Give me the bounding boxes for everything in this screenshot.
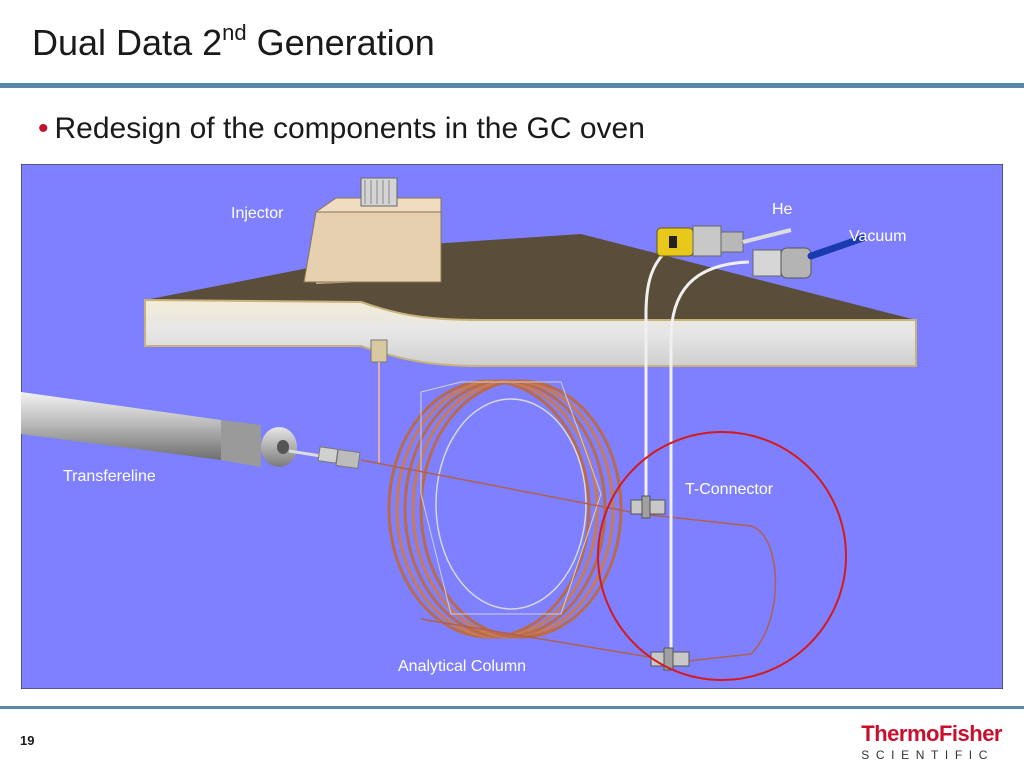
- gc-oven-diagram: Injector He Vacuum Transfereline T-Conne…: [21, 164, 1003, 689]
- t-connector-highlight-circle: [597, 431, 847, 681]
- logo-line2: SCIENTIFIC: [861, 748, 994, 762]
- title-suffix: Generation: [246, 22, 435, 63]
- injector-block: [303, 177, 442, 464]
- logo-line1: ThermoFisher: [861, 721, 1002, 746]
- page-number: 19: [20, 733, 35, 748]
- label-he: He: [772, 201, 793, 218]
- title-superscript: nd: [222, 20, 247, 45]
- title-prefix: Dual Data 2: [32, 22, 223, 63]
- he-valve-assembly: [656, 225, 792, 257]
- label-injector: Injector: [231, 205, 284, 222]
- t-connectors: [630, 495, 690, 671]
- thermo-fisher-logo: ThermoFisher SCIENTIFIC: [861, 721, 1002, 763]
- footer-divider: [0, 706, 1024, 709]
- label-t-connector: T-Connector: [685, 481, 774, 498]
- label-vacuum: Vacuum: [849, 228, 907, 245]
- transfer-line-tube: [21, 392, 361, 470]
- slide-title: Dual Data 2nd Generation: [32, 20, 435, 64]
- analytical-column-coil: [360, 379, 777, 665]
- bullet-item: •Redesign of the components in the GC ov…: [38, 112, 645, 146]
- vacuum-valve-assembly: [752, 234, 867, 279]
- bullet-dot-icon: •: [38, 112, 49, 145]
- label-transferline: Transfereline: [63, 468, 156, 485]
- title-divider: [0, 83, 1024, 88]
- label-analytical-column: Analytical Column: [398, 658, 526, 675]
- bullet-text: Redesign of the components in the GC ove…: [54, 112, 645, 145]
